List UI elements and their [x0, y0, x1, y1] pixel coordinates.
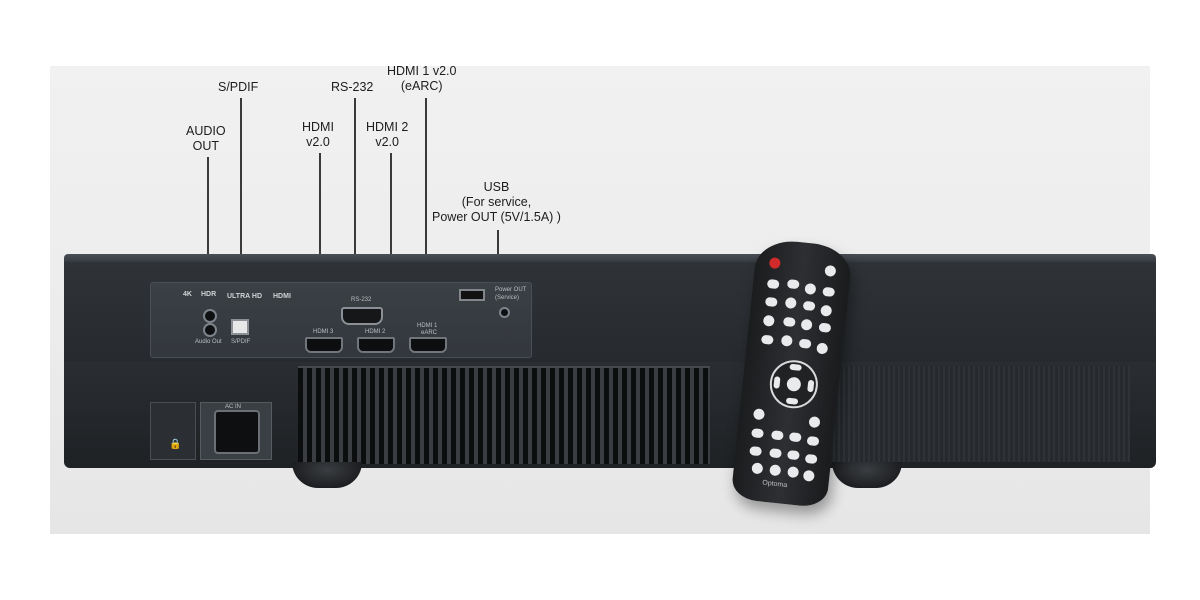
cooling-vent [298, 366, 710, 464]
remote-button[interactable] [800, 318, 813, 331]
label-hdmi2: HDMI 2 [365, 329, 386, 335]
dpad-ok-button[interactable] [786, 376, 802, 392]
remote-button[interactable] [822, 286, 836, 297]
callout-usb: USB (For service, Power OUT (5V/1.5A) ) [432, 180, 561, 224]
projector-foot-right [832, 462, 902, 488]
logo-ultrahd: ULTRA HD [227, 293, 262, 300]
callout-spdif: S/PDIF [218, 80, 259, 94]
remote-button[interactable] [751, 462, 764, 475]
dpad[interactable] [767, 357, 821, 411]
remote-button[interactable] [769, 448, 782, 459]
leader-spdif [240, 98, 242, 271]
remote-button[interactable] [760, 334, 774, 345]
remote-button[interactable] [802, 300, 816, 312]
dpad-right[interactable] [807, 379, 815, 393]
audio-out-jack[interactable] [203, 309, 217, 323]
label-spdif: S/PDIF [231, 339, 251, 345]
remote-button[interactable] [806, 435, 820, 447]
remote-button[interactable] [786, 279, 800, 290]
remote-button[interactable] [808, 416, 821, 429]
label-power-out: Power OUT [495, 287, 527, 293]
remote-button[interactable] [824, 264, 837, 277]
remote-button[interactable] [788, 432, 802, 443]
remote-button[interactable] [818, 322, 832, 333]
remote-button[interactable] [769, 464, 782, 477]
remote-button[interactable] [802, 469, 815, 482]
logo-hdmi: HDMI [273, 293, 291, 300]
remote-button[interactable] [804, 282, 817, 296]
label-audio-out: Audio Out [195, 339, 222, 345]
hdmi3-port[interactable] [305, 337, 343, 353]
remote-button[interactable] [780, 334, 793, 347]
remote-button[interactable] [766, 278, 780, 290]
remote-button[interactable] [752, 408, 766, 421]
callout-hdmi2: HDMI 2 v2.0 [366, 120, 409, 149]
power-button[interactable] [768, 257, 781, 270]
label-ac-in: AC IN [225, 404, 242, 410]
service-screw [499, 307, 510, 318]
remote-button[interactable] [764, 296, 778, 308]
lock-icon: 🔒 [169, 439, 182, 450]
label-hdmi3: HDMI 3 [313, 329, 334, 335]
dpad-down[interactable] [785, 397, 799, 405]
callout-hdmi-v20: HDMI v2.0 [302, 120, 334, 149]
remote-brand-logo: Optoma [761, 479, 788, 490]
remote-button[interactable] [749, 446, 763, 457]
dpad-up[interactable] [789, 363, 802, 371]
leader-hdmi2 [390, 153, 392, 271]
remote-button[interactable] [786, 449, 800, 461]
remote-button[interactable] [816, 342, 829, 355]
leader-hdmi1 [425, 98, 427, 271]
spdif-port[interactable] [231, 319, 249, 335]
io-panel: 4K HDR ULTRA HD HDMI Audio Out S/PDIF RS… [150, 282, 532, 358]
leader-audio-out [207, 157, 209, 271]
ac-power-socket[interactable] [214, 410, 260, 454]
leader-rs232 [354, 98, 356, 271]
remote-button[interactable] [798, 338, 812, 349]
rs232-port[interactable] [341, 307, 383, 325]
remote-button[interactable] [751, 428, 764, 439]
hdmi1-earc-port[interactable] [409, 337, 447, 353]
remote-button[interactable] [782, 316, 796, 328]
remote-button[interactable] [804, 453, 818, 465]
kensington-lock-area: 🔒 [150, 402, 196, 460]
right-grille [830, 366, 1130, 462]
label-service: (Service) [495, 295, 520, 301]
projector-foot-left [292, 462, 362, 488]
remote-button[interactable] [770, 430, 784, 441]
audio-out-jack-2[interactable] [203, 323, 217, 337]
label-hdmi1-earc: eARC [421, 330, 438, 336]
dpad-left[interactable] [773, 376, 781, 389]
label-hdmi1: HDMI 1 [417, 323, 438, 329]
remote-button[interactable] [787, 466, 800, 479]
callout-hdmi1: HDMI 1 v2.0 (eARC) [387, 64, 457, 93]
usb-port[interactable] [459, 289, 485, 301]
label-rs232: RS-232 [351, 297, 372, 303]
remote-button[interactable] [820, 304, 833, 317]
leader-hdmi3 [319, 153, 321, 271]
logo-hdr: HDR [201, 291, 217, 298]
callout-rs232: RS-232 [331, 80, 374, 94]
remote-button[interactable] [762, 314, 775, 327]
hdmi2-port[interactable] [357, 337, 395, 353]
remote-button[interactable] [784, 296, 797, 310]
callout-audio-out: AUDIO OUT [186, 124, 226, 153]
logo-4k: 4K [183, 291, 192, 298]
